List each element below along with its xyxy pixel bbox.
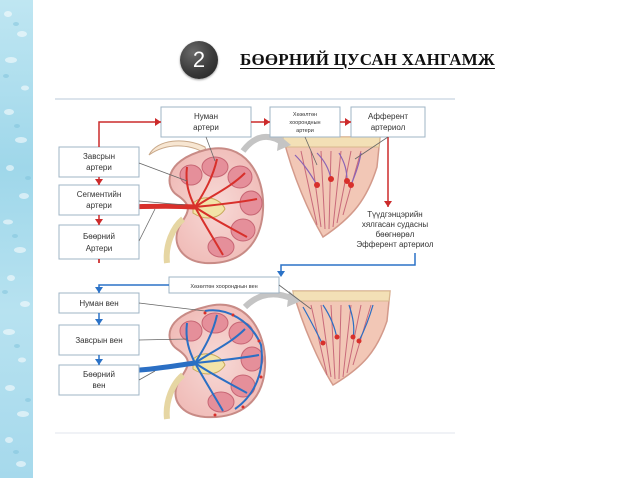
slide-number-badge: 2 <box>180 41 218 79</box>
label-text: артери <box>296 128 314 134</box>
cortex-vessel-dots <box>203 311 263 417</box>
kidney-blood-supply-diagram: Нуман артери Хөзөлтөн хооронднын артери … <box>55 98 455 434</box>
water-droplet-pattern <box>2 11 31 467</box>
label-box-interlobular-vein: Хөзөлтөн хооронднын вен <box>168 276 280 294</box>
flow-arrowheads-blue <box>95 287 103 365</box>
vein-branches <box>185 309 263 412</box>
label-text: хооронднын <box>289 120 320 126</box>
label-text: Хөзөлтөн хооронднын вен <box>190 284 257 290</box>
label-box-frame <box>160 106 252 138</box>
wedge-capsule <box>282 136 381 148</box>
label-box-arcuate-vein: Нуман вен <box>58 292 140 314</box>
label-text: Артери <box>86 244 113 253</box>
slide-title: 2 БӨӨРНИЙ ЦУСАН ХАНГАМЖ <box>180 40 495 80</box>
glomeruli <box>320 334 362 346</box>
label-text: Сегментийн <box>77 190 122 199</box>
label-text: артери <box>86 201 112 210</box>
label-text: артери <box>193 123 219 132</box>
renal-pyramid <box>230 218 256 242</box>
label-box-renal-vein: Бөөрний вен <box>58 364 140 396</box>
label-box-interlobar-vein: Завсрын вен <box>58 324 140 356</box>
renal-pyramid <box>240 346 264 372</box>
label-box-interlobular-vessels: Хөзөлтөн хооронднын артери <box>269 106 341 138</box>
label-box-interlobar-artery: Завсрын артери <box>58 146 140 178</box>
renal-pyramid <box>207 236 235 258</box>
venous-section: Хөзөлтөн хооронднын вен Нуман вен Завсры… <box>58 253 416 420</box>
artery-branches <box>185 158 258 256</box>
label-box-arcuate-artery: Нуман артери <box>160 106 252 138</box>
glomeruli <box>314 176 354 188</box>
label-text: вен <box>92 381 105 390</box>
label-box-afferent-arteriole: Афферент артериол <box>350 106 426 138</box>
renal-pyramids <box>179 312 264 413</box>
wedge-tissue <box>292 290 391 387</box>
kidney-venous-illustration <box>114 303 267 420</box>
zoom-arrow-venous-head <box>287 291 301 307</box>
slide-number: 2 <box>192 47 206 72</box>
renal-pyramid <box>239 190 263 216</box>
label-text: Түүдгэнцэрийн <box>367 210 422 219</box>
wedge-capsule <box>292 290 391 302</box>
label-text: хялгасан судасны <box>362 220 429 229</box>
label-box-frame <box>58 324 140 356</box>
label-text: артериол <box>371 123 406 132</box>
connector-blue-arrowhead <box>277 271 285 277</box>
label-text: артери <box>86 163 112 172</box>
leader-lines-venous <box>138 284 312 381</box>
label-text: Эфферент артериол <box>356 240 434 249</box>
label-text: Нуман вен <box>79 299 118 308</box>
label-text: Нуман <box>194 112 218 121</box>
label-text: Бөөрний <box>83 232 115 241</box>
flow-arrowheads-red <box>95 118 392 225</box>
wedge-tissue <box>282 136 381 239</box>
water-texture-strip <box>0 0 33 478</box>
label-text: Хөзөлтөн <box>293 112 317 118</box>
label-text: Бөөрний <box>83 370 115 379</box>
kidney-arterial-illustration <box>114 140 265 265</box>
connector-blue-efferent-to-vein <box>280 253 416 275</box>
page-title: БӨӨРНИЙ ЦУСАН ХАНГАМЖ <box>240 50 495 69</box>
zoom-arrow-arterial-head <box>277 135 291 151</box>
zoom-arrow-venous <box>242 291 295 310</box>
label-box-segmental-artery: Сегментийн артери <box>58 184 140 216</box>
label-efferent-arteriole: Түүдгэнцэрийн хялгасан судасны бөөгнөрөл… <box>356 210 434 249</box>
label-box-frame <box>58 184 140 216</box>
zoom-arrow-arterial <box>240 133 285 153</box>
renal-pyramid <box>179 164 203 186</box>
leader-lines-arterial <box>138 136 389 242</box>
ureter <box>163 216 186 264</box>
label-box-renal-artery: Бөөрний Артери <box>58 224 140 260</box>
renal-pyramid <box>179 320 203 342</box>
ureter <box>163 372 186 420</box>
label-text: Завсрын вен <box>75 336 122 345</box>
label-box-frame <box>58 224 140 260</box>
label-text: Завсрын <box>83 152 115 161</box>
cortex-wedge-arterial <box>282 136 381 239</box>
label-text: бөөгнөрөл <box>376 230 415 239</box>
arterial-section: Нуман артери Хөзөлтөн хооронднын артери … <box>55 98 455 265</box>
label-text: Афферент <box>368 112 408 121</box>
cortex-wedge-venous <box>292 290 391 387</box>
kidney-capsule-top <box>148 140 208 157</box>
